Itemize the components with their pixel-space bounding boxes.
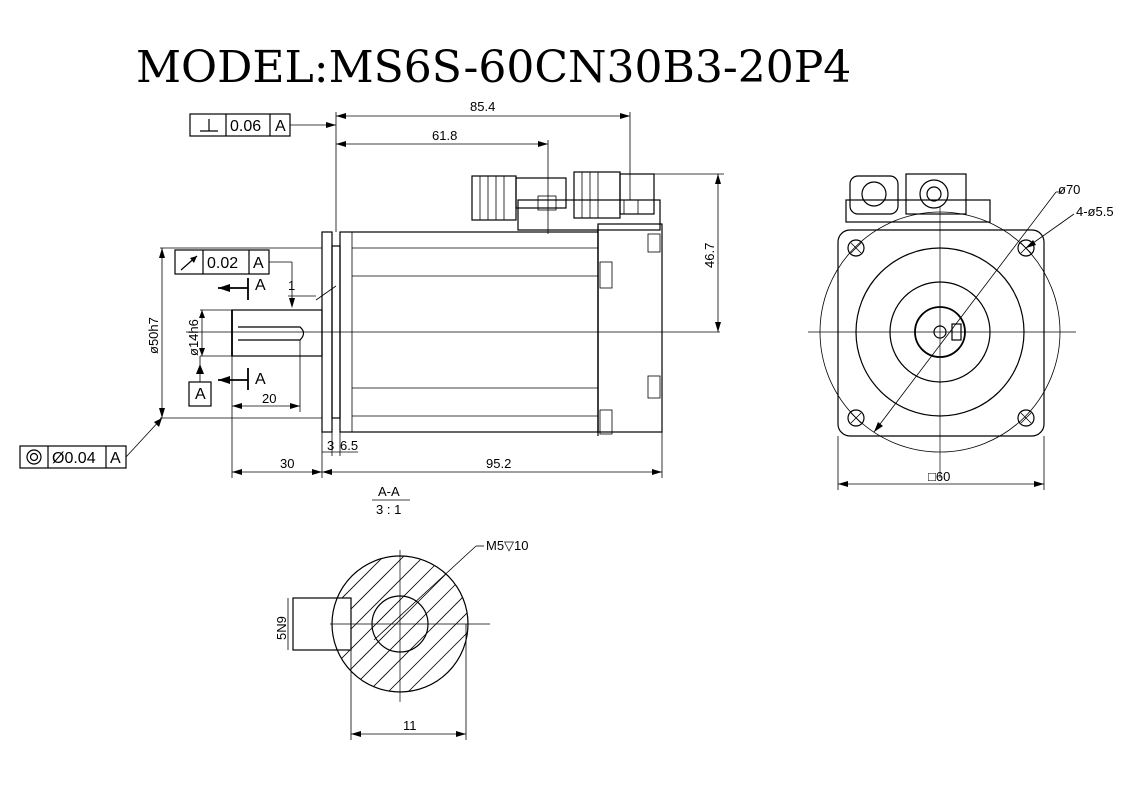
dim-square: □60 [928,469,950,484]
side-view: 85.4 61.8 46.7 ø50h7 ø14h6 20 [19,99,724,478]
runout-datum: A [253,255,264,272]
perpendicularity-frame: 0.06 A [189,113,336,137]
encoder-housing [597,223,663,433]
dim-body-length: 95.2 [486,456,511,471]
dim-shaft-length: 30 [280,456,294,471]
model-title: MODEL:MS6S-60CN30B3-20P4 [136,42,851,93]
runout-frame: 0.02 A [174,249,295,308]
square-flange [837,229,1045,437]
concentricity-datum: A [110,450,121,467]
section-scale: 3 : 1 [376,502,401,517]
dim-overall-length: 85.4 [470,99,495,114]
connectors [471,171,661,231]
perpendicularity-value: 0.06 [230,118,261,135]
dim-shaft-dia: ø14h6 [186,319,201,356]
section-marker-top: A [255,277,266,294]
dim-thread: M5▽10 [486,538,529,553]
perpendicularity-datum: A [275,118,286,135]
section-view: A-A 3 : 1 M5▽10 5N9 [274,484,529,740]
datum-label: A [195,386,206,403]
dim-section-width: 11 [403,718,417,733]
dim-holes: 4-ø5.5 [1076,204,1114,219]
dim-key-width: 5N9 [274,616,289,640]
dim-flange-thick: 6.5 [340,438,358,453]
shaft-key [238,326,305,341]
concentricity-value: Ø0.04 [52,450,96,467]
concentricity-frame: Ø0.04 A [19,417,163,469]
dim-pcd: ø70 [1058,182,1080,197]
front-view: ø70 4-ø5.5 □60 [808,173,1114,490]
section-title: A-A [378,484,400,499]
shaft [231,309,323,357]
dim-connector-pos: 61.8 [432,128,457,143]
mounting-holes [847,239,1035,427]
dim-flange-dia: ø50h7 [146,317,161,354]
dim-height: 46.7 [702,243,717,268]
dim-flange-step: 3 [327,438,334,453]
section-marker-bottom: A [255,371,266,388]
front-connectors [845,173,991,223]
runout-value: 0.02 [207,255,238,272]
pcd-circle [819,211,1061,453]
dim-key-length: 20 [262,391,276,406]
